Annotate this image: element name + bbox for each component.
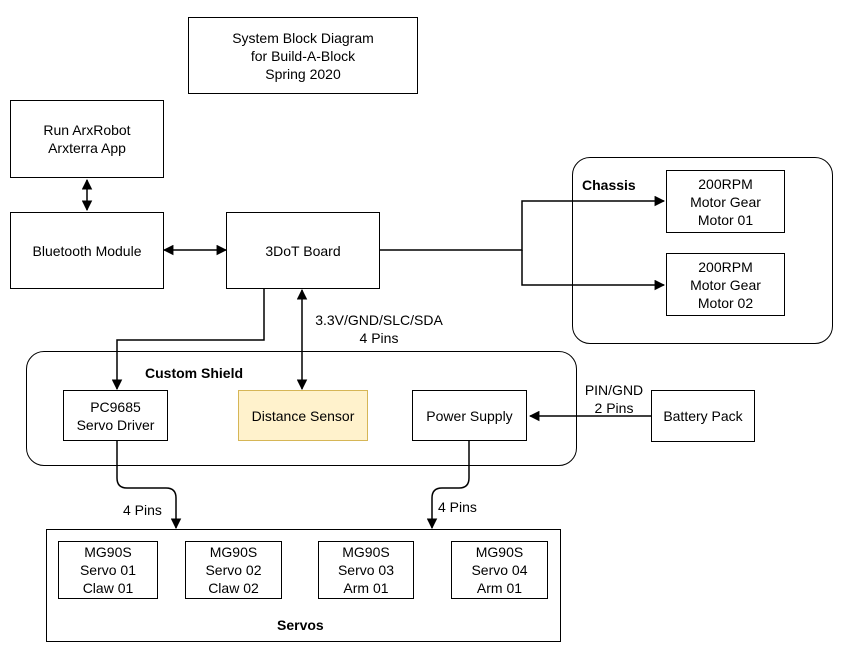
board-driver-link [111,289,265,391]
i2c-connection-label: 3.3V/GND/SLC/SDA 4 Pins [315,312,443,346]
power-supply-block: Power Supply [412,390,527,441]
battery-pack-block: Battery Pack [651,390,755,442]
chassis-group-label: Chassis [582,177,636,193]
servo-driver-block: PC9685 Servo Driver [63,390,168,441]
chassis-group [572,157,833,344]
servo-04-block: MG90S Servo 04 Arm 01 [451,541,548,599]
power-servos-pins-label: 4 Pins [438,499,477,515]
arxrobot-app-block: Run ArxRobot Arxterra App [10,100,164,178]
distance-sensor-block: Distance Sensor [238,390,368,441]
custom-shield-group-label: Custom Shield [145,365,244,381]
servos-group-label: Servos [277,617,324,633]
driver-servos-pins-label: 4 Pins [123,502,162,518]
3dot-board-block: 3DoT Board [226,212,380,289]
servo-02-block: MG90S Servo 02 Claw 02 [185,541,282,599]
bluetooth-module-block: Bluetooth Module [10,212,164,289]
driver-servos-link [116,441,182,530]
servo-03-block: MG90S Servo 03 Arm 01 [318,541,414,599]
battery-connection-label: PIN/GND 2 Pins [584,382,644,416]
board-motor02-link [521,250,666,291]
servos-group [46,529,561,642]
board-motor01-link [380,195,666,251]
diagram-title: System Block Diagram for Build-A-Block S… [188,17,418,94]
motor-02-block: 200RPM Motor Gear Motor 02 [666,253,785,316]
power-servos-link [426,441,470,530]
custom-shield-group [26,351,577,466]
motor-01-block: 200RPM Motor Gear Motor 01 [666,170,785,233]
servo-01-block: MG90S Servo 01 Claw 01 [58,541,158,599]
